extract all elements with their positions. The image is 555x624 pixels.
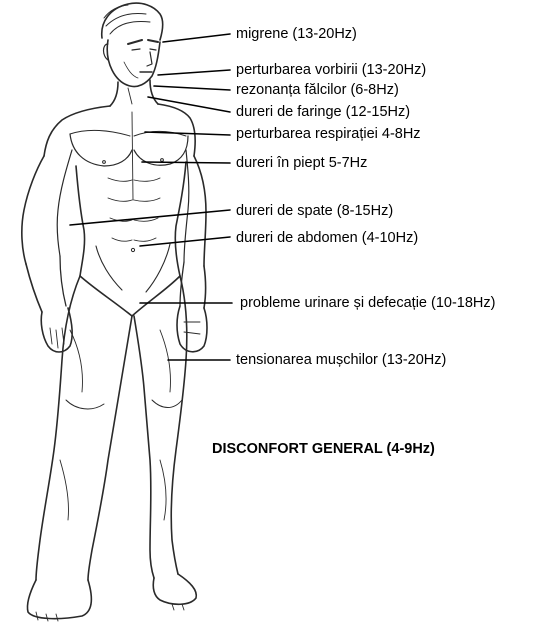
legs bbox=[27, 276, 196, 621]
pointer-line-migraine bbox=[163, 34, 230, 42]
label-chest-pain: dureri în piept 5-7Hz bbox=[236, 155, 367, 172]
label-breathing-disturbance: perturbarea respirației 4-8Hz bbox=[236, 126, 421, 143]
label-pharynx-pain: dureri de faringe (12-15Hz) bbox=[236, 104, 410, 121]
pointer-line-breathing bbox=[145, 132, 230, 135]
left-arm bbox=[22, 150, 72, 352]
head bbox=[102, 3, 163, 106]
torso bbox=[44, 104, 195, 316]
pointer-line-speech bbox=[158, 70, 230, 75]
label-speech-disturbance: perturbarea vorbirii (13-20Hz) bbox=[236, 62, 426, 79]
label-migraine: migrene (13-20Hz) bbox=[236, 26, 357, 43]
label-abdomen-pain: dureri de abdomen (4-10Hz) bbox=[236, 230, 418, 247]
pointer-line-chest bbox=[142, 162, 230, 163]
pointer-lines bbox=[70, 34, 232, 360]
general-discomfort-note: DISCONFORT GENERAL (4-9Hz) bbox=[212, 441, 435, 457]
label-muscle-tension: tensionarea mușchilor (13-20Hz) bbox=[236, 352, 446, 369]
right-arm bbox=[177, 150, 207, 352]
label-jaw-resonance: rezonanța fălcilor (6-8Hz) bbox=[236, 82, 399, 99]
label-urinary-problems: probleme urinare și defecație (10-18Hz) bbox=[240, 295, 496, 312]
pointer-line-jaw bbox=[154, 86, 230, 90]
label-back-pain: dureri de spate (8-15Hz) bbox=[236, 203, 393, 220]
